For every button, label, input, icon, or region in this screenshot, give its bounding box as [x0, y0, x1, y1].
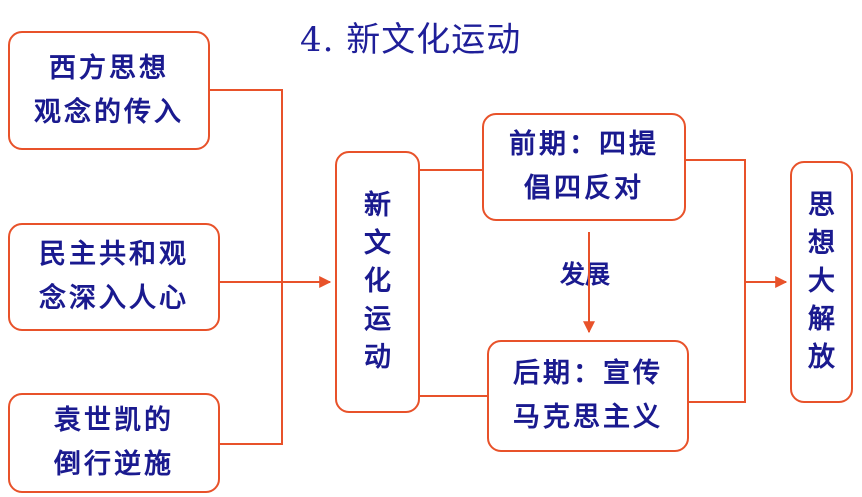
cause-text-line: 念深入人心 — [39, 283, 189, 314]
movement-char: 动 — [364, 342, 391, 373]
result-char: 解 — [808, 304, 835, 335]
result-connector — [686, 159, 746, 403]
result-box: 思 想 大 解 放 — [790, 161, 853, 403]
cause-text-line: 袁世凯的 — [54, 405, 174, 436]
cause-box-yuan-shikai: 袁世凯的 倒行逆施 — [8, 393, 220, 493]
result-char: 大 — [808, 266, 835, 297]
late-period-line: 后期：宣传 — [513, 358, 663, 389]
cause-text-line: 民主共和观 — [39, 239, 189, 270]
result-char: 想 — [808, 228, 835, 259]
cause-text-line: 倒行逆施 — [54, 449, 174, 480]
result-char: 思 — [808, 190, 835, 221]
movement-char: 运 — [364, 304, 391, 335]
diagram-title: 4. 新文化运动 — [300, 20, 522, 60]
late-period-line: 马克思主义 — [513, 402, 663, 433]
movement-char: 新 — [364, 190, 391, 221]
cause-connector — [210, 89, 283, 445]
cause-box-western-ideas: 西方思想 观念的传入 — [8, 31, 210, 150]
cause-box-democracy: 民主共和观 念深入人心 — [8, 223, 220, 331]
early-period-box: 前期：四提 倡四反对 — [482, 113, 686, 221]
late-period-box: 后期：宣传 马克思主义 — [487, 340, 689, 452]
result-char: 放 — [808, 342, 835, 373]
movement-char: 文 — [364, 228, 391, 259]
movement-box: 新 文 化 运 动 — [335, 151, 420, 413]
cause-text-line: 西方思想 — [49, 52, 169, 84]
early-period-line: 前期：四提 — [509, 129, 659, 160]
development-label: 发展 — [560, 260, 611, 289]
early-period-line: 倡四反对 — [524, 173, 644, 204]
cause-text-line: 观念的传入 — [34, 96, 184, 128]
movement-char: 化 — [364, 266, 391, 297]
